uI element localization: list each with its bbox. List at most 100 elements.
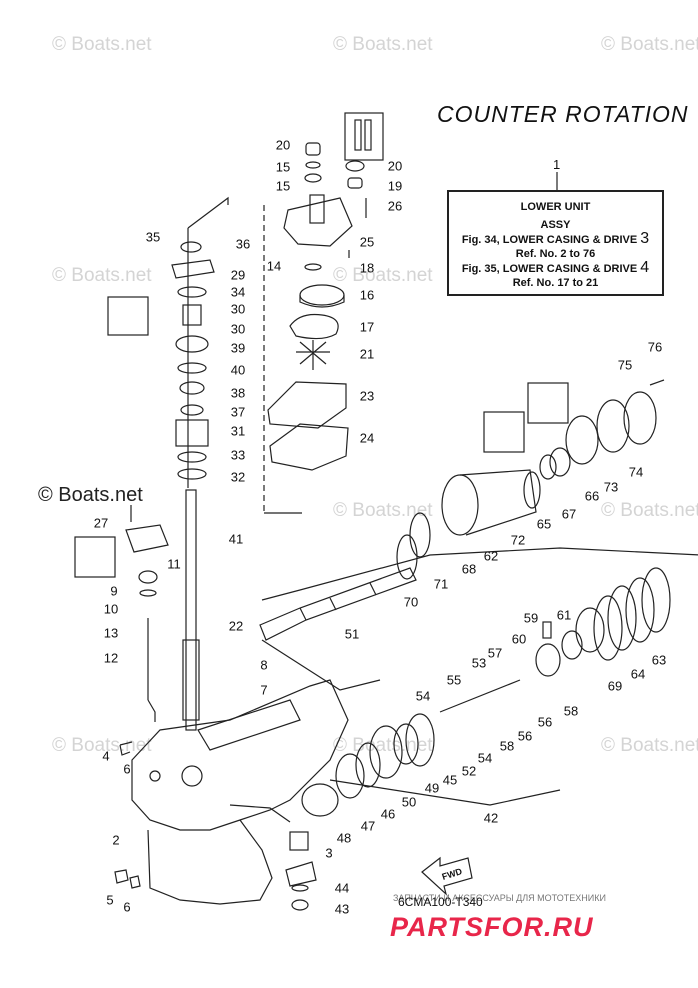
part-label: 23 <box>359 388 375 404</box>
part-label: 42 <box>483 810 499 826</box>
inset-detail-right-1 <box>483 411 525 453</box>
part-label: 12 <box>103 650 119 666</box>
part-label: 73 <box>603 479 619 495</box>
watermark: © Boats.net <box>333 265 433 286</box>
part-label: 55 <box>446 672 462 688</box>
inset-detail-left-1 <box>107 296 149 336</box>
part-label: 7 <box>260 682 268 698</box>
part-label: 13 <box>103 625 119 641</box>
part-label: 43 <box>334 901 350 917</box>
part-label: 64 <box>630 666 646 682</box>
part-label: 39 <box>230 340 246 356</box>
inset-detail-top <box>344 112 384 161</box>
part-label: 6 <box>123 899 131 915</box>
brand-tagline: ЗАПЧАСТИ И АКСЕССУАРЫ ДЛЯ МОТОТЕХНИКИ <box>393 893 606 903</box>
part-label: 75 <box>617 357 633 373</box>
part-label: 56 <box>517 728 533 744</box>
assy-line-3-text: Fig. 34, LOWER CASING & DRIVE <box>461 234 638 246</box>
part-label: 71 <box>433 576 449 592</box>
diagram-code: 6CMA100-T340 <box>398 895 483 909</box>
assy-line-5-num: 4 <box>640 259 650 276</box>
assy-line-3: Fig. 34, LOWER CASING & DRIVE 3 <box>449 230 662 247</box>
watermark-dark: © Boats.net <box>38 484 143 506</box>
part-label: 36 <box>235 236 251 252</box>
part-label: 9 <box>110 583 118 599</box>
part-label: 25 <box>359 234 375 250</box>
part-label: 45 <box>442 772 458 788</box>
assy-line-5: Fig. 35, LOWER CASING & DRIVE 4 <box>449 259 662 276</box>
part-label: 66 <box>584 488 600 504</box>
part-label: 37 <box>230 404 246 420</box>
part-label: 35 <box>145 229 161 245</box>
part-label: 49 <box>424 780 440 796</box>
assy-line-4: Ref. No. 2 to 76 <box>515 248 596 260</box>
part-label: 34 <box>230 284 246 300</box>
part-label: 70 <box>403 594 419 610</box>
part-label: 27 <box>93 515 109 531</box>
part-label: 40 <box>230 362 246 378</box>
part-label: 8 <box>260 657 268 673</box>
watermark: © Boats.net <box>333 500 433 521</box>
part-label: 67 <box>561 506 577 522</box>
part-label: 68 <box>461 561 477 577</box>
assy-info-box: LOWER UNIT ASSY Fig. 34, LOWER CASING & … <box>447 190 664 296</box>
assy-line-1: LOWER UNIT <box>520 201 591 213</box>
part-label: 15 <box>275 159 291 175</box>
part-label: 69 <box>607 678 623 694</box>
assy-line-2: ASSY <box>540 219 571 231</box>
part-label: 29 <box>230 267 246 283</box>
part-label: 17 <box>359 319 375 335</box>
part-label: 30 <box>230 301 246 317</box>
part-label: 54 <box>477 750 493 766</box>
water-pump-housing <box>267 142 367 471</box>
part-label: 53 <box>471 655 487 671</box>
assy-line-5-text: Fig. 35, LOWER CASING & DRIVE <box>461 263 638 275</box>
part-label: 41 <box>228 531 244 547</box>
part-label: 61 <box>556 607 572 623</box>
drive-shaft-stack <box>171 241 215 731</box>
watermark: © Boats.net <box>601 500 698 521</box>
inset-detail-left-2 <box>74 536 116 578</box>
part-label: 19 <box>387 178 403 194</box>
part-label: 14 <box>266 258 282 274</box>
part-label: 59 <box>523 610 539 626</box>
bearing-housing <box>396 379 665 580</box>
part-label: 52 <box>461 763 477 779</box>
part-label: 57 <box>487 645 503 661</box>
part-label: 63 <box>651 652 667 668</box>
part-label: 21 <box>359 346 375 362</box>
assy-line-3-num: 3 <box>640 230 650 247</box>
assy-line-6: Ref. No. 17 to 21 <box>512 277 599 289</box>
part-label: 20 <box>387 158 403 174</box>
part-label: 50 <box>401 794 417 810</box>
part-label: 38 <box>230 385 246 401</box>
propeller-shaft <box>259 567 417 641</box>
part-label: 5 <box>106 892 114 908</box>
part-label: 62 <box>483 548 499 564</box>
part-label: 72 <box>510 532 526 548</box>
part-label: 4 <box>102 748 110 764</box>
inset-detail-right-2 <box>527 382 569 424</box>
part-label: 15 <box>275 178 291 194</box>
part-label: 11 <box>167 556 181 572</box>
part-label: 60 <box>511 631 527 647</box>
part-label: 56 <box>537 714 553 730</box>
fwd-arrow-icon <box>421 856 473 896</box>
part-label: 2 <box>112 832 120 848</box>
part-label: 58 <box>499 738 515 754</box>
part-label: 3 <box>325 845 333 861</box>
part-label: 58 <box>563 703 579 719</box>
part-label: 51 <box>344 626 360 642</box>
watermark: © Boats.net <box>52 265 152 286</box>
watermark: © Boats.net <box>52 34 152 55</box>
part-label: 48 <box>336 830 352 846</box>
part-label: 26 <box>387 198 403 214</box>
part-label: 22 <box>228 618 244 634</box>
forward-gear-group <box>285 567 671 911</box>
part-label: 54 <box>415 688 431 704</box>
part-label: 10 <box>103 601 119 617</box>
part-label: 6 <box>123 761 131 777</box>
brand-logo: PARTSFOR.RU <box>390 912 594 942</box>
